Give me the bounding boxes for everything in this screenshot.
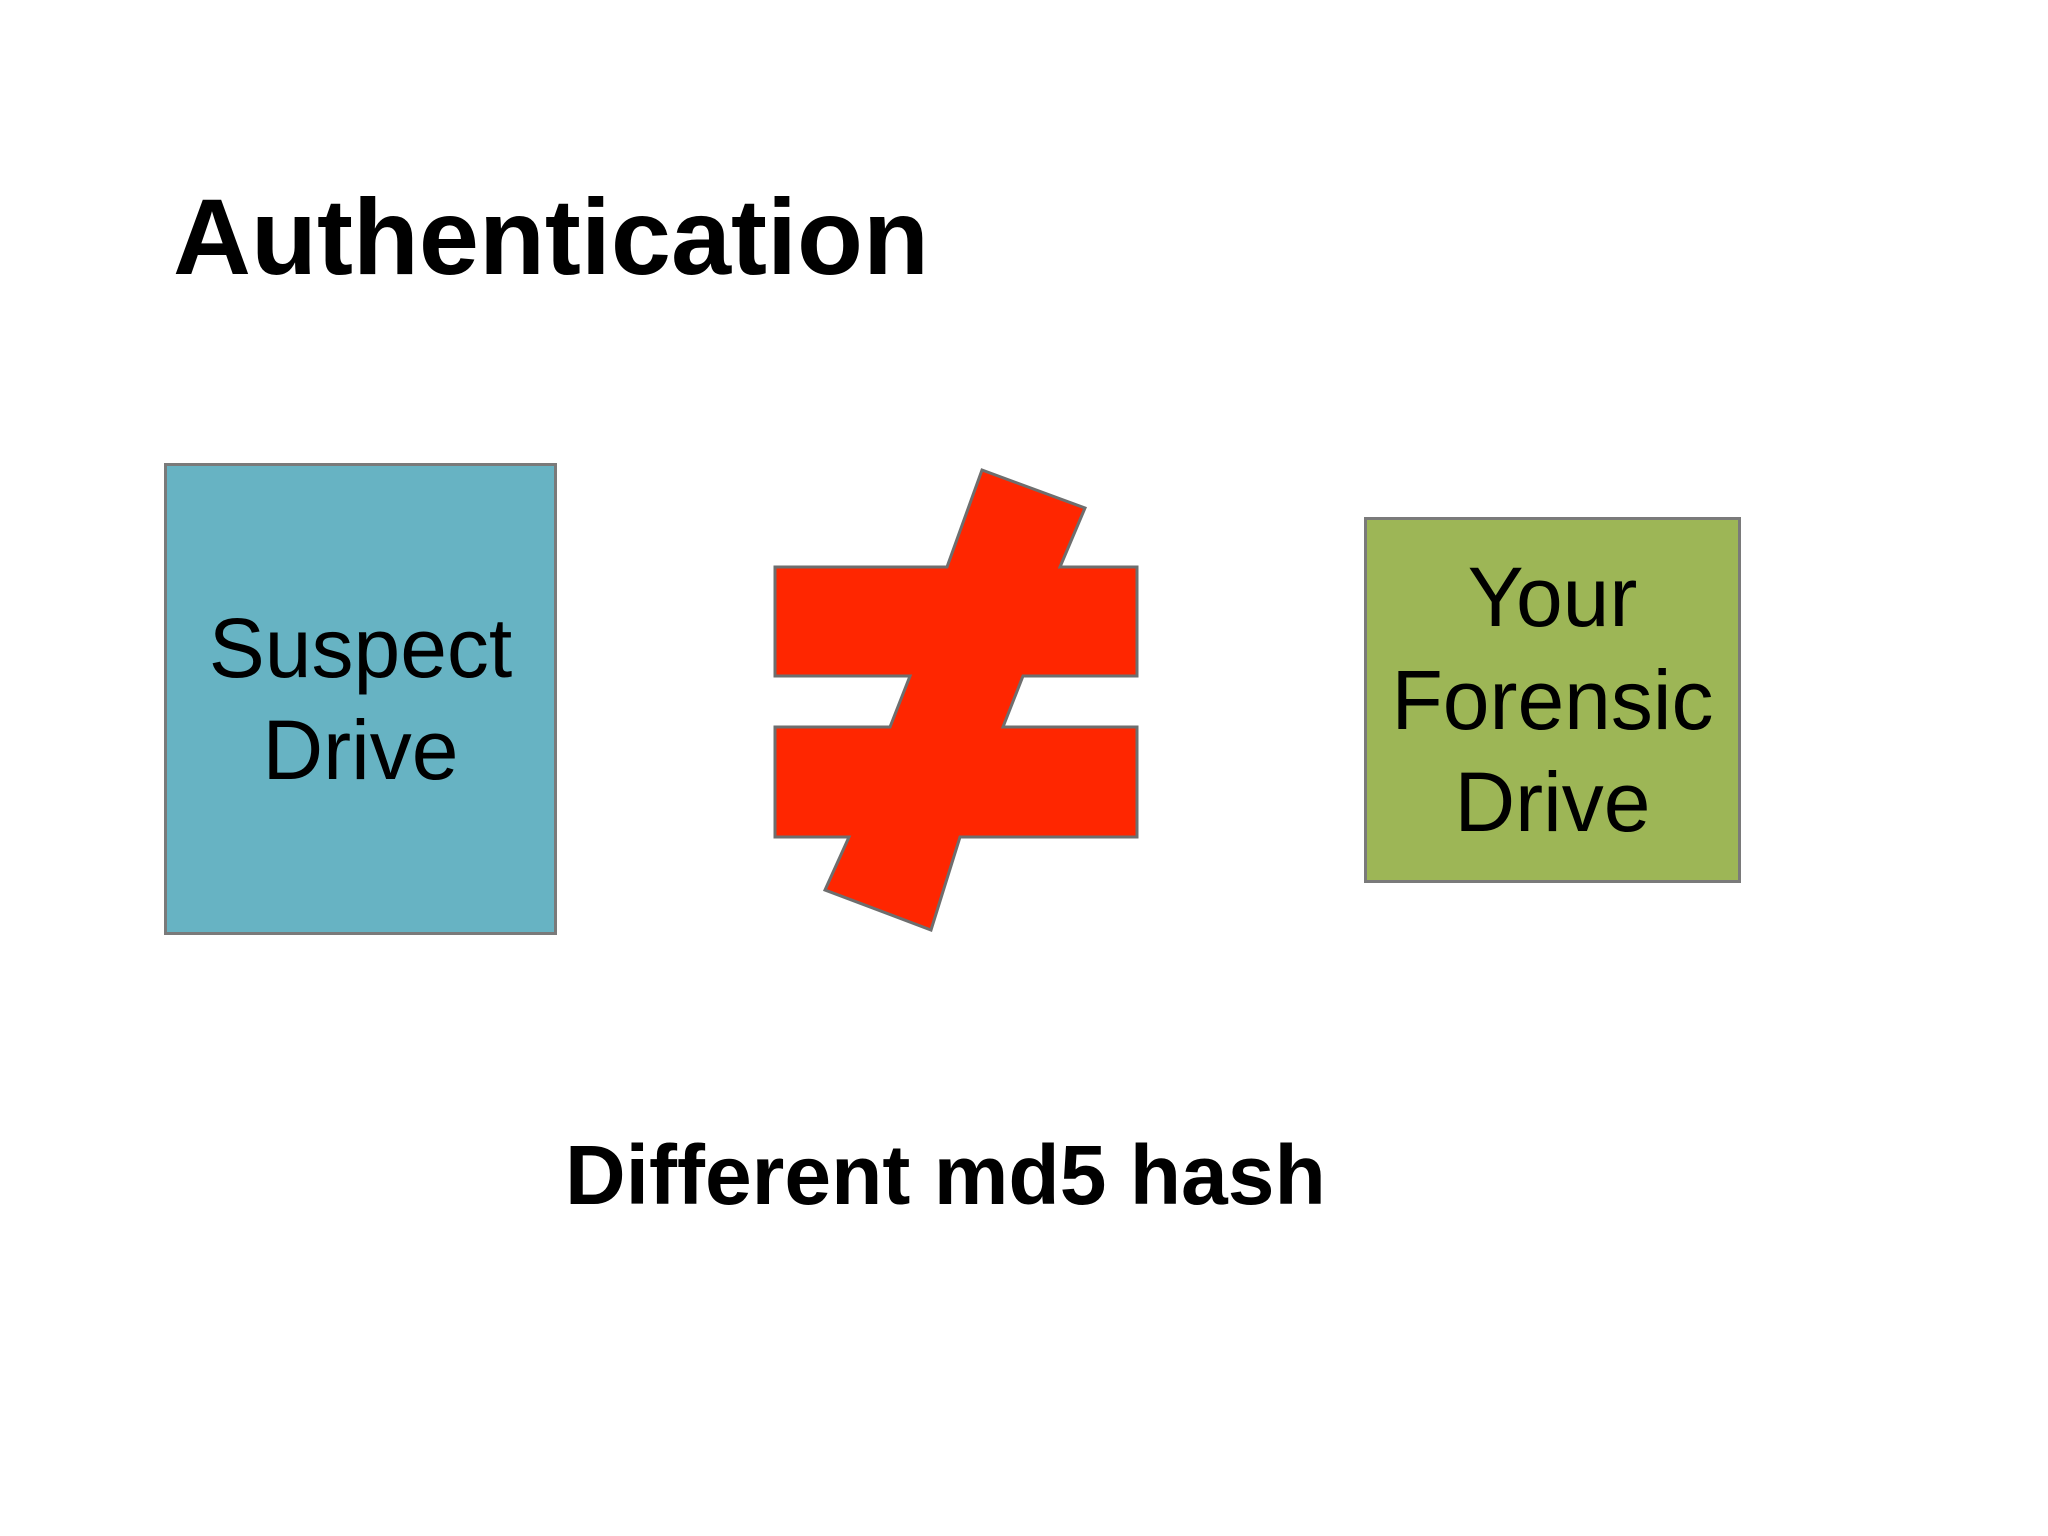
- forensic-drive-label-line-2: Forensic: [1391, 652, 1714, 747]
- suspect-drive-box: Suspect Drive: [164, 463, 557, 935]
- suspect-drive-label-line-2: Drive: [262, 703, 459, 797]
- not-equal-shape: [773, 468, 1139, 932]
- suspect-drive-label: Suspect Drive: [209, 597, 513, 802]
- suspect-drive-label-line-1: Suspect: [208, 600, 513, 695]
- caption: Different md5 hash: [565, 1128, 1326, 1222]
- forensic-drive-label: Your Forensic Drive: [1391, 546, 1713, 853]
- forensic-drive-label-line-3: Drive: [1454, 755, 1651, 850]
- forensic-drive-box: Your Forensic Drive: [1364, 517, 1741, 883]
- forensic-drive-label-line-1: Your: [1467, 550, 1638, 645]
- slide-title: Authentication: [173, 176, 929, 297]
